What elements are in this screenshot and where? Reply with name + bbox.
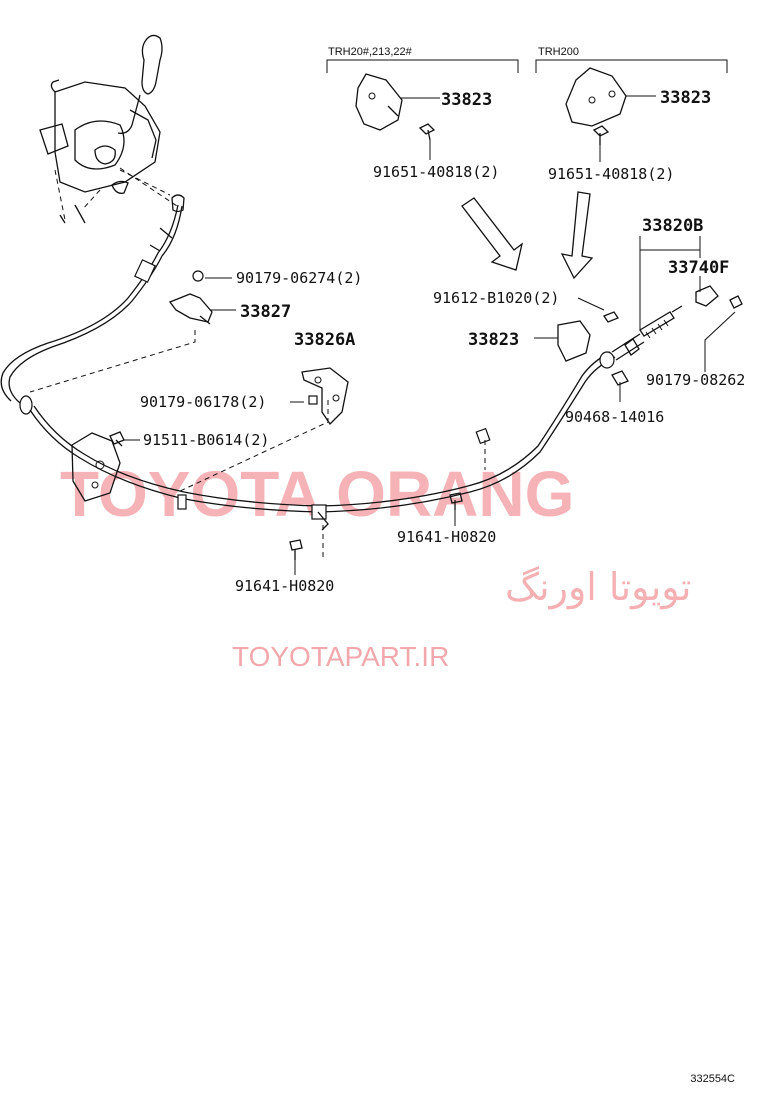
bracket-33827-drawing [168,270,213,325]
label-90468: 90468-14016 [565,408,664,426]
bracket-33826A-drawing [301,367,349,426]
dashed-leaders [29,169,486,560]
group-label-right: TRH200 [538,46,579,58]
label-91612: 91612-B1020(2) [433,289,559,307]
label-90179-08262: 90179-08262 [646,371,745,389]
solid-leaders [124,95,736,575]
bracket-33823-b-drawing [565,67,627,145]
label-33827: 33827 [240,302,291,322]
label-33740F: 33740F [668,258,729,278]
watermark-persian: تویوتا اورنگ [505,565,692,610]
bracket-33823-a-drawing [355,73,436,141]
label-33823-a: 33823 [441,90,492,110]
control-cable-drawing [0,194,683,531]
label-90179-06274: 90179-06274(2) [236,269,362,287]
label-91511: 91511-B0614(2) [143,431,269,449]
group-bracket-right: TRH200 [535,46,728,73]
label-33826A: 33826A [294,330,355,350]
label-90179-06178: 90179-06178(2) [140,393,266,411]
label-91641-a: 91641-H0820 [397,528,496,546]
group-label-left: TRH20#,213,22# [328,46,413,58]
label-91651-b: 91651-40818(2) [548,165,674,183]
shift-lever-assembly-drawing [39,34,181,224]
label-33820B: 33820B [642,216,703,236]
label-33823-c: 33823 [468,330,519,350]
direction-arrows [461,191,594,280]
label-33823-b: 33823 [660,88,711,108]
group-bracket-left: TRH20#,213,22# [326,46,519,73]
watermark-url: TOYOTAPART.IR [232,641,449,672]
bracket-33823-c-drawing [557,311,619,362]
figure-id: 332554C [690,1073,735,1085]
label-91641-b: 91641-H0820 [235,577,334,595]
label-91651-a: 91651-40818(2) [373,163,499,181]
